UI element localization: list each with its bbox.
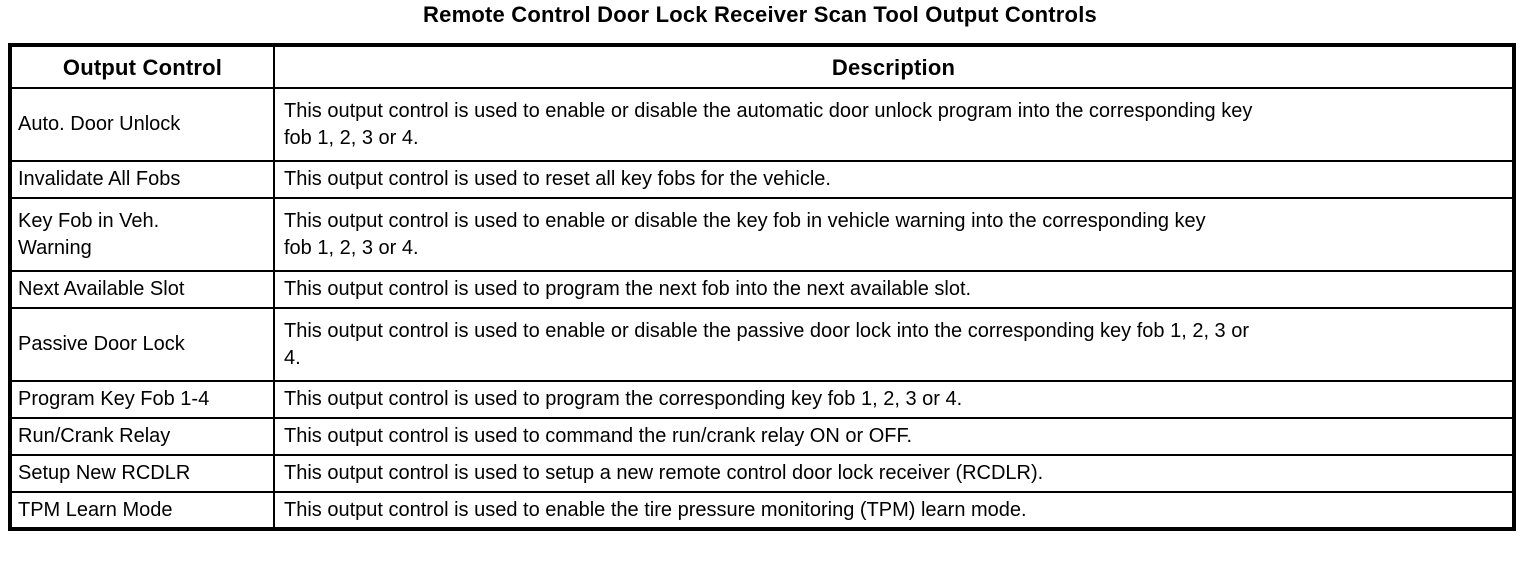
column-header-output-control: Output Control: [9, 44, 275, 89]
table-row: Run/Crank Relay This output control is u…: [9, 417, 1515, 456]
description-cell: This output control is used to enable or…: [273, 87, 1515, 162]
table-row: Next Available Slot This output control …: [9, 270, 1515, 309]
description-cell: This output control is used to reset all…: [273, 160, 1515, 199]
table-row: Passive Door Lock This output control is…: [9, 307, 1515, 382]
description-cell: This output control is used to setup a n…: [273, 454, 1515, 493]
table-row: Auto. Door Unlock This output control is…: [9, 87, 1515, 162]
control-cell: Next Available Slot: [9, 270, 275, 309]
description-cell: This output control is used to program t…: [273, 380, 1515, 419]
table-row: TPM Learn Mode This output control is us…: [9, 491, 1515, 530]
description-cell: This output control is used to enable th…: [273, 491, 1515, 530]
description-cell: This output control is used to command t…: [273, 417, 1515, 456]
control-cell: Invalidate All Fobs: [9, 160, 275, 199]
table-row: Setup New RCDLR This output control is u…: [9, 454, 1515, 493]
control-cell: Key Fob in Veh. Warning: [9, 197, 275, 272]
description-cell: This output control is used to enable or…: [273, 307, 1515, 382]
description-cell: This output control is used to program t…: [273, 270, 1515, 309]
column-header-description: Description: [273, 44, 1515, 89]
control-cell: Run/Crank Relay: [9, 417, 275, 456]
output-controls-table: Output Control Description Auto. Door Un…: [8, 43, 1516, 531]
control-cell: Program Key Fob 1-4: [9, 380, 275, 419]
page-title: Remote Control Door Lock Receiver Scan T…: [423, 2, 1097, 27]
table-row: Key Fob in Veh. Warning This output cont…: [9, 197, 1515, 272]
control-cell: Auto. Door Unlock: [9, 87, 275, 162]
table-header-row: Output Control Description: [9, 44, 1515, 89]
table-row: Program Key Fob 1-4 This output control …: [9, 380, 1515, 419]
control-cell: Passive Door Lock: [9, 307, 275, 382]
control-cell: TPM Learn Mode: [9, 491, 275, 530]
table-row: Invalidate All Fobs This output control …: [9, 160, 1515, 199]
description-cell: This output control is used to enable or…: [273, 197, 1515, 272]
control-cell: Setup New RCDLR: [9, 454, 275, 493]
